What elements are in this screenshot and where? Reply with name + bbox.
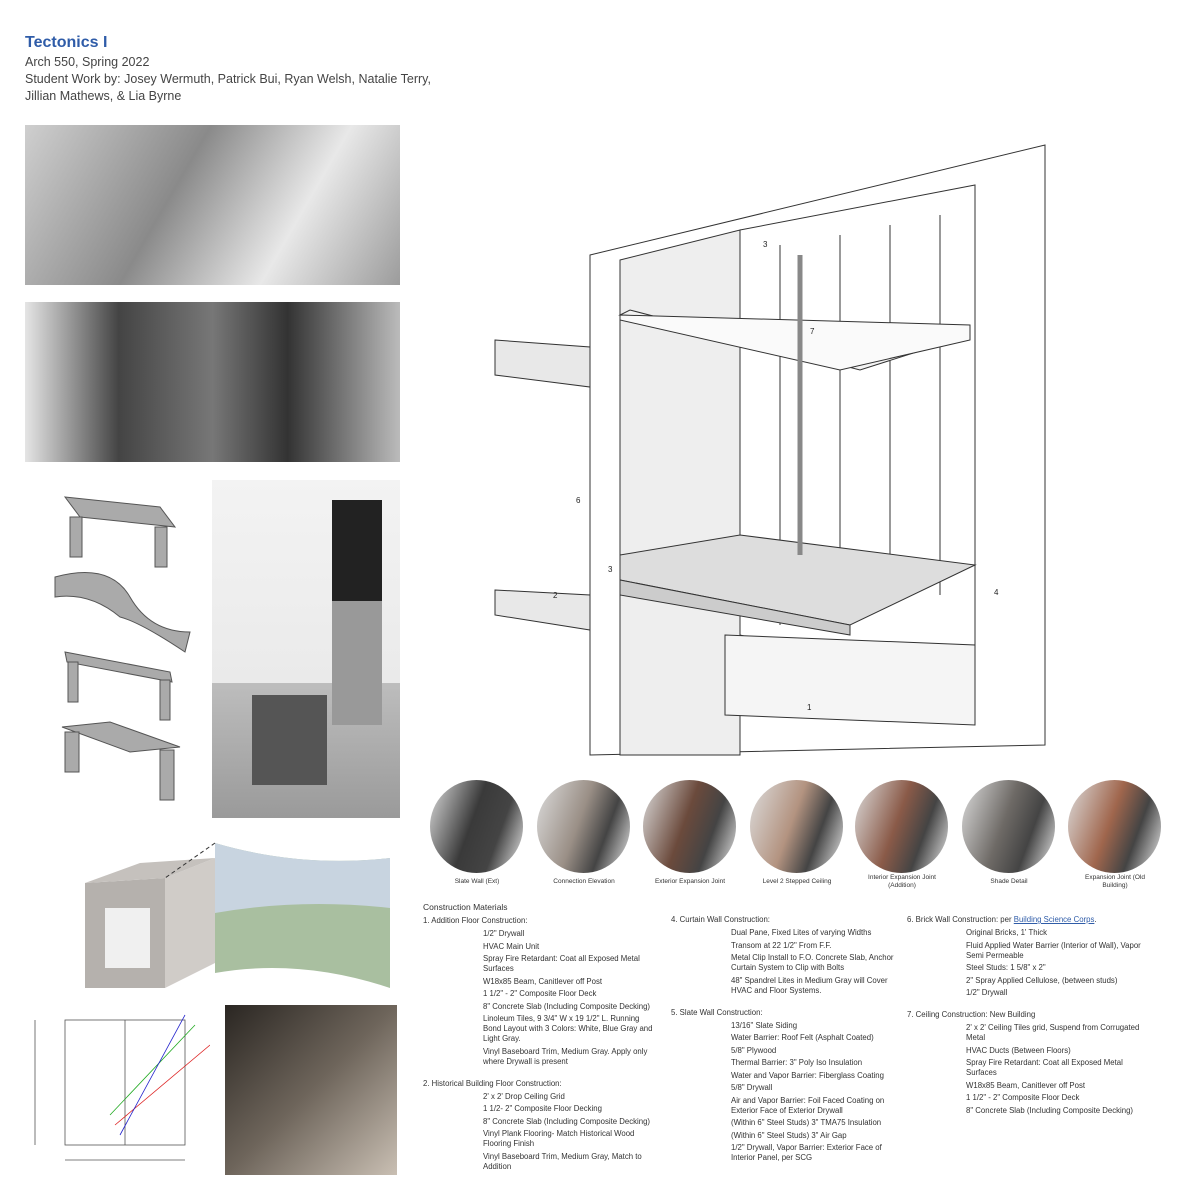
students-line-1: Student Work by: Josey Wermuth, Patrick …: [25, 72, 431, 86]
whiteboard-presentation-photo: [212, 480, 400, 818]
materials-column: 6. Brick Wall Construction: per Building…: [907, 915, 1146, 1118]
material-item: Vinyl Baseboard Trim, Medium Gray. Apply…: [483, 1046, 648, 1066]
materials-section-heading: 2. Historical Building Floor Constructio…: [423, 1079, 653, 1089]
perspective-render: [70, 838, 390, 995]
material-item: 1/2" Drywall, Vapor Barrier: Exterior Fa…: [731, 1143, 882, 1162]
heading-text: 7. Ceiling Construction: New Building: [907, 1010, 1036, 1019]
material-item: 5/8" Plywood: [731, 1045, 777, 1055]
material-item: Linoleum Tiles, 9 3/4" W x 19 1/2" L. Ru…: [483, 1014, 653, 1043]
building-science-corps-link[interactable]: Building Science Corps: [1013, 915, 1095, 924]
wall-section-axonometric: 1 2 3 3 4 6 7: [494, 144, 1046, 756]
material-item: 8" Concrete Slab (Including Composite De…: [483, 1001, 651, 1011]
course-info: Arch 550, Spring 2022: [25, 55, 150, 69]
material-item: 2' x 2' Ceiling Tiles grid, Suspend from…: [966, 1023, 1140, 1042]
material-item: HVAC Main Unit: [483, 941, 540, 951]
materials-section-heading: 6. Brick Wall Construction: per Building…: [907, 915, 1146, 925]
heading-text: 1. Addition Floor Construction:: [423, 916, 528, 925]
diagram-label-3: 3: [608, 565, 613, 574]
material-item: 1 1/2- 2" Composite Floor Decking: [483, 1104, 602, 1113]
materials-section-heading: 5. Slate Wall Construction:: [671, 1008, 899, 1018]
material-item: Water and Vapor Barrier: Fiberglass Coat…: [731, 1070, 884, 1080]
heading-suffix: .: [1094, 915, 1097, 924]
detail-caption: Level 2 Stepped Ceiling: [762, 878, 832, 885]
material-item: Vinyl Baseboard Trim, Medium Gray, Match…: [483, 1151, 642, 1171]
material-item: 1 1/2" - 2" Composite Floor Deck: [966, 1093, 1080, 1102]
material-item: Fluid Applied Water Barrier (Interior of…: [966, 940, 1141, 960]
detail-photo: [1068, 780, 1161, 873]
material-item: Metal Clip Install to F.O. Concrete Slab…: [731, 953, 894, 972]
materials-column: 4. Curtain Wall Construction: Dual Pane, …: [671, 915, 899, 1166]
materials-column: 1. Addition Floor Construction: 1/2" Dryw…: [423, 916, 653, 1174]
material-item: 48" Spandrel Lites in Medium Gray will C…: [731, 975, 888, 995]
workshop-photo-students: [25, 302, 400, 462]
materials-section-heading: 1. Addition Floor Construction:: [423, 916, 653, 926]
detail-photo: [750, 780, 843, 873]
material-item: Thermal Barrier: 3" Poly Iso Insulation: [731, 1058, 863, 1067]
material-item: Steel Studs: 1 5/8" x 2": [966, 963, 1046, 972]
material-item: 1/2" Drywall: [966, 988, 1008, 997]
material-item: 1/2" Drywall: [483, 929, 525, 938]
material-item: 5/8" Drywall: [731, 1083, 773, 1092]
material-item: Original Bricks, 1' Thick: [966, 928, 1048, 937]
material-item: W18x85 Beam, Canitlever off Post: [966, 1080, 1086, 1090]
material-item: Vinyl Plank Flooring- Match Historical W…: [483, 1129, 635, 1148]
light-study-photo: [225, 1005, 397, 1175]
diagram-label-1: 1: [807, 703, 812, 712]
student-figure: [332, 500, 382, 725]
detail-caption: Interior Expansion Joint (Addition): [868, 874, 936, 889]
material-item: Transom at 22 1/2" From F.F.: [731, 940, 832, 950]
page-title: Tectonics I: [25, 34, 108, 51]
materials-title: Construction Materials: [423, 902, 508, 912]
students-line-2: Jillian Mathews, & Lia Byrne: [25, 89, 182, 103]
material-item: Spray Fire Retardant: Coat all Exposed M…: [483, 954, 640, 973]
material-item: Dual Pane, Fixed Lites of varying Widths: [731, 928, 872, 937]
material-item: Air and Vapor Barrier: Foil Faced Coatin…: [731, 1095, 885, 1115]
materials-section-heading: 7. Ceiling Construction: New Building: [907, 1010, 1146, 1020]
material-item: 8" Concrete Slab (Including Composite De…: [483, 1116, 651, 1126]
materials-section-heading: 4. Curtain Wall Construction:: [671, 915, 899, 925]
detail-photo: [643, 780, 736, 873]
material-item: 2" Spray Applied Cellulose, (between stu…: [966, 975, 1118, 985]
material-item: (Within 6" Steel Studs) 3" Air Gap: [731, 1130, 847, 1140]
material-item: 13/16" Slate Siding: [731, 1020, 798, 1030]
workshop-photo-hands: [25, 125, 400, 285]
diagram-label-3-top: 3: [763, 240, 768, 249]
detail-caption: Expansion Joint (Old Building): [1085, 874, 1145, 889]
heading-text: 6. Brick Wall Construction: per: [907, 915, 1014, 924]
material-item: 8" Concrete Slab (Including Composite De…: [966, 1105, 1134, 1115]
heading-text: 5. Slate Wall Construction:: [671, 1007, 763, 1017]
detail-photo: [430, 780, 523, 873]
material-item: 1 1/2" - 2" Composite Floor Deck: [483, 989, 597, 998]
material-item: W18x85 Beam, Canitlever off Post: [483, 976, 603, 986]
diagram-label-2: 2: [553, 591, 558, 600]
detail-photo: [537, 780, 630, 873]
heading-text: 2. Historical Building Floor Constructio…: [423, 1078, 562, 1088]
material-item: 2' x 2' Drop Ceiling Grid: [483, 1091, 565, 1101]
detail-caption: Shade Detail: [990, 878, 1028, 885]
detail-photo: [855, 780, 948, 873]
detail-caption: Connection Elevation: [553, 878, 615, 885]
detail-caption: Slate Wall (Ext): [454, 878, 500, 885]
diagram-label-7: 7: [810, 327, 815, 336]
material-item: Spray Fire Retardant: Coat all Exposed M…: [966, 1058, 1123, 1077]
section-drawing: [25, 1005, 210, 1170]
material-item: HVAC Ducts (Between Floors): [966, 1045, 1071, 1055]
material-item: Water Barrier: Roof Felt (Asphalt Coated…: [731, 1033, 874, 1042]
heading-text: 4. Curtain Wall Construction:: [671, 915, 770, 924]
diagram-label-6: 6: [576, 496, 581, 505]
detail-caption: Exterior Expansion Joint: [654, 878, 726, 885]
bench-model-sketches: [54, 496, 191, 801]
material-item: (Within 6" Steel Studs) 3" TMA75 Insulat…: [731, 1118, 882, 1127]
masonry-model: [252, 695, 327, 785]
diagram-label-4: 4: [994, 588, 999, 597]
detail-photo: [962, 780, 1055, 873]
bench-models: [50, 482, 195, 822]
